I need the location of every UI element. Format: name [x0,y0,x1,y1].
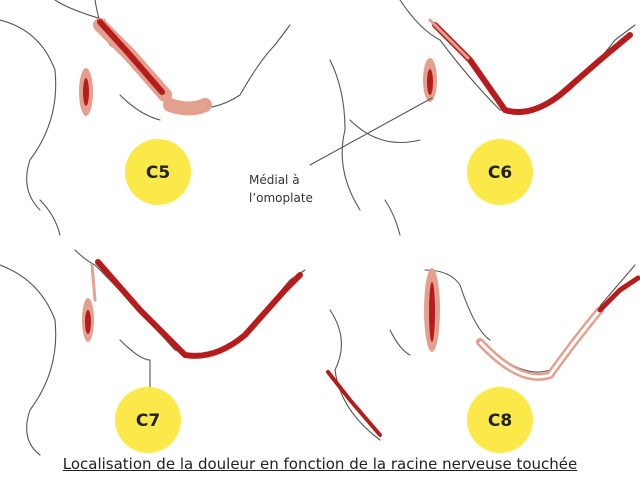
root-circle [115,387,181,453]
root-circle [467,139,533,205]
annotation: Médial à l’omoplate [249,171,313,207]
annotation-line-1: Médial à [249,173,300,187]
panel-c7 [0,249,306,456]
caption: Localisation de la douleur en fonction d… [62,455,578,473]
panel-c8 [326,264,640,453]
panel-c6 [309,0,636,236]
panel-c5 [0,0,291,236]
root-label-c6: C6 [488,163,512,183]
pain-area [97,19,165,95]
root-label-c7: C7 [136,411,160,431]
root-label-c8: C8 [488,411,512,431]
root-label-c5: C5 [146,163,170,183]
annotation-leader-line [309,97,433,166]
root-circle [125,139,191,205]
root-circle [467,387,533,453]
annotation-line-2: l’omoplate [249,191,313,205]
